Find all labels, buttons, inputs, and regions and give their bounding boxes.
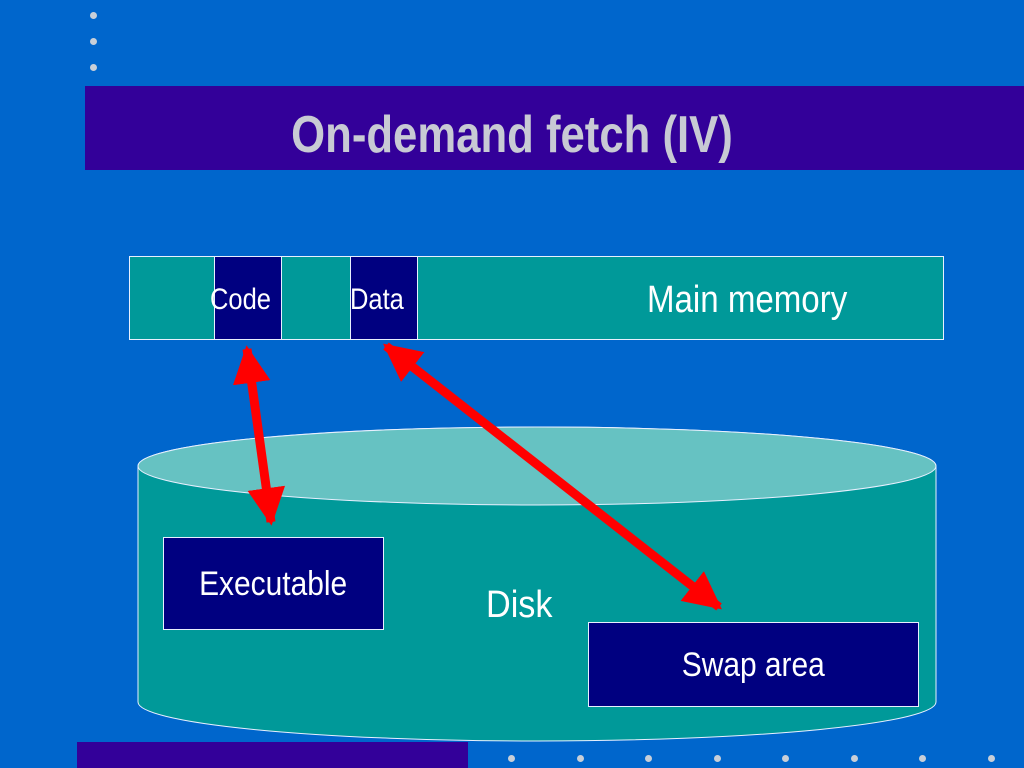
title-bar: On-demand fetch (IV) — [85, 86, 1024, 170]
dot — [645, 755, 652, 762]
data-block — [350, 256, 418, 340]
main-memory-label: Main memory — [647, 279, 848, 321]
dot — [90, 12, 97, 19]
arrow-code-executable — [232, 345, 286, 526]
dot — [919, 755, 926, 762]
dot — [90, 38, 97, 45]
arrow-data-swap — [383, 342, 722, 611]
data-label: Data — [350, 283, 404, 316]
dot — [850, 755, 858, 762]
executable-label: Executable — [199, 565, 348, 603]
dot — [90, 64, 97, 71]
swap-area-label: Swap area — [681, 646, 826, 684]
swap-area-box: Swap area — [588, 622, 919, 707]
dot — [713, 755, 721, 762]
dot — [508, 755, 515, 762]
code-block — [214, 256, 282, 340]
dot — [987, 755, 995, 762]
disk-label: Disk — [486, 584, 553, 626]
dot — [576, 755, 584, 762]
code-label: Code — [210, 283, 271, 316]
executable-box: Executable — [163, 537, 384, 630]
decorative-dots-top-left — [88, 10, 100, 74]
slide-title: On-demand fetch (IV) — [291, 106, 733, 164]
dot — [782, 755, 789, 762]
bottom-accent-bar — [77, 742, 468, 768]
